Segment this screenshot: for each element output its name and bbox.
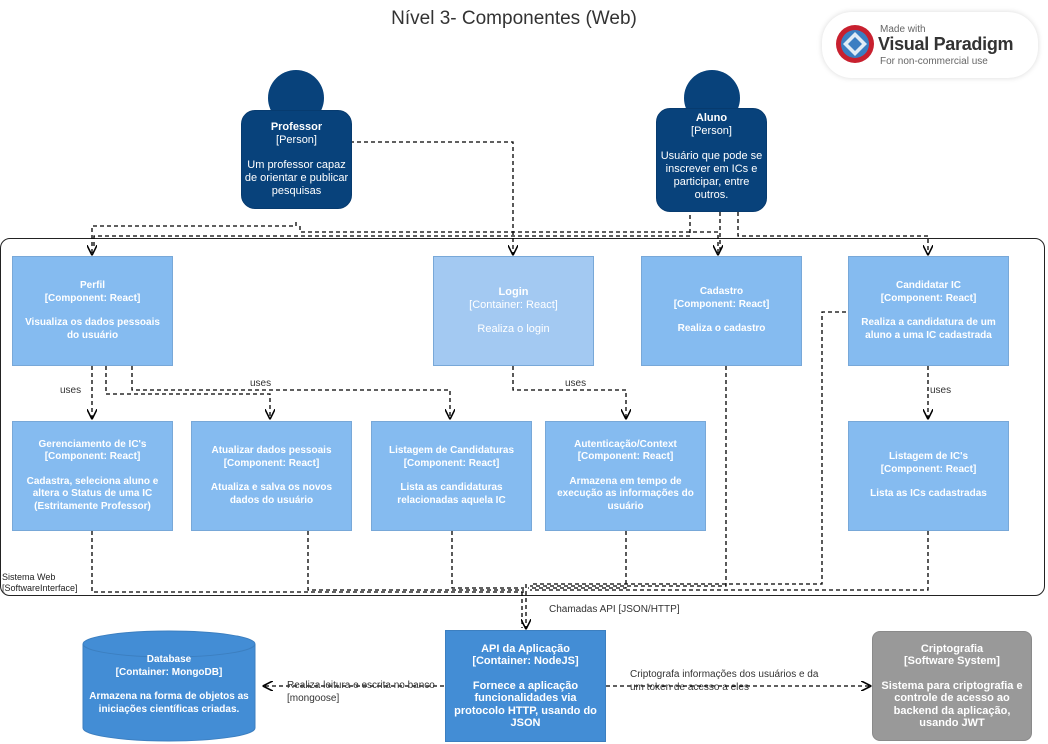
cripto-name: Criptografia (920, 642, 984, 655)
cripto-description: Sistema para criptografia e controle de … (881, 679, 1023, 730)
watermark-brand: Visual Paradigm (878, 34, 1014, 54)
listagem-cand-type: [Component: React] (403, 457, 500, 469)
api-type: [Container: NodeJS] (472, 655, 579, 667)
cadastro-type: [Component: React] (673, 298, 770, 310)
component-listagem-ics[interactable]: Listagem de IC's [Component: React] List… (848, 421, 1009, 531)
gerenciamento-description: Cadastra, seleciona aluno e altera o Sta… (26, 475, 159, 512)
edge-label-uses-2: uses (250, 378, 272, 389)
component-perfil[interactable]: Perfil [Component: React] Visualiza os d… (12, 256, 173, 366)
component-listagem-candidaturas[interactable]: Listagem de Candidaturas [Component: Rea… (371, 421, 532, 531)
system-criptografia[interactable]: Criptografia [Software System] Sistema p… (872, 631, 1032, 741)
edge-label-uses-3: uses (565, 378, 587, 389)
aluno-description: Usuário que pode se inscrever em ICs e p… (660, 150, 763, 201)
watermark-note: For non-commercial use (880, 56, 988, 67)
listagem-ic-name: Listagem de IC's (888, 451, 969, 463)
listagem-ic-type: [Component: React] (880, 463, 977, 475)
person-aluno[interactable]: Aluno [Person] Usuário que pode se inscr… (656, 108, 767, 212)
login-type: [Container: React] (469, 298, 558, 311)
candidatar-description: Realiza a candidatura de um aluno a uma … (861, 317, 996, 341)
gerenciamento-type: [Component: React] (44, 451, 141, 463)
edge-label-db: Realiza leitura e escrita no banco [mong… (287, 680, 435, 704)
database-name: Database (146, 654, 192, 665)
professor-description: Um professor capaz de orientar e publica… (244, 159, 349, 197)
edge-label-api-calls: Chamadas API [JSON/HTTP] (549, 604, 680, 615)
cadastro-name: Cadastro (699, 286, 744, 298)
edge-label-cripto: Criptografa informações dos usuários e d… (630, 669, 819, 693)
listagem-cand-description: Lista as candidaturas relacionadas aquel… (397, 482, 506, 506)
component-atualizar-dados[interactable]: Atualizar dados pessoais [Component: Rea… (191, 421, 352, 531)
database-text: Database [Container: MongoDB] Armazena n… (82, 654, 256, 716)
professor-type: [Person] (276, 134, 317, 146)
cripto-type: [Software System] (904, 655, 1000, 667)
candidatar-name: Candidatar IC (895, 280, 961, 291)
cadastro-description: Realiza o cadastro (677, 323, 766, 335)
perfil-name: Perfil (79, 280, 105, 291)
api-description: Fornece a aplicação funcionalidades via … (454, 679, 597, 730)
gerenciamento-name: Gerenciamento de IC's (38, 438, 147, 450)
visual-paradigm-logo-icon (836, 25, 874, 63)
edge-label-uses-4: uses (930, 385, 952, 396)
component-autenticacao[interactable]: Autenticação/Context [Component: React] … (545, 421, 706, 531)
perfil-description: Visualiza os dados pessoais do usuário (25, 317, 160, 341)
edge-label-uses-1: uses (60, 385, 82, 396)
perfil-type: [Component: React] (44, 292, 141, 304)
database-description: Armazena na forma de objetos as iniciaçõ… (89, 691, 249, 715)
api-name: API da Aplicação (481, 642, 570, 655)
atualizar-type: [Component: React] (223, 457, 320, 469)
database-type: [Container: MongoDB] (115, 666, 223, 678)
autenticacao-name: Autenticação/Context (574, 438, 677, 450)
atualizar-name: Atualizar dados pessoais (211, 445, 332, 456)
component-gerenciamento[interactable]: Gerenciamento de IC's [Component: React]… (12, 421, 173, 531)
login-name: Login (498, 286, 529, 299)
database-cylinder-icon[interactable] (82, 630, 256, 742)
autenticacao-description: Armazena em tempo de execução as informa… (557, 475, 694, 512)
listagem-cand-name: Listagem de Candidaturas (388, 445, 515, 456)
atualizar-description: Atualiza e salva os novos dados do usuár… (210, 482, 333, 506)
autenticacao-type: [Component: React] (577, 451, 674, 463)
aluno-type: [Person] (691, 125, 732, 137)
container-login[interactable]: Login [Container: React] Realiza o login (433, 256, 594, 366)
boundary-label: Sistema Web [SoftwareInterface] (2, 572, 78, 594)
professor-name: Professor (270, 121, 323, 133)
login-description: Realiza o login (477, 323, 550, 336)
diagram-title: Nível 3- Componentes (Web) (391, 8, 637, 29)
listagem-ic-description: Lista as ICs cadastradas (870, 488, 987, 500)
candidatar-type: [Component: React] (880, 292, 977, 304)
boundary-name: Sistema Web (2, 572, 56, 582)
component-candidatar-ic[interactable]: Candidatar IC [Component: React] Realiza… (848, 256, 1009, 366)
container-api[interactable]: API da Aplicação [Container: NodeJS] For… (445, 630, 606, 742)
component-cadastro[interactable]: Cadastro [Component: React] Realiza o ca… (641, 256, 802, 366)
boundary-type: [SoftwareInterface] (2, 583, 78, 593)
person-professor[interactable]: Professor [Person] Um professor capaz de… (241, 110, 352, 209)
aluno-name: Aluno (695, 112, 728, 124)
watermark-made-with: Made with (880, 24, 926, 35)
